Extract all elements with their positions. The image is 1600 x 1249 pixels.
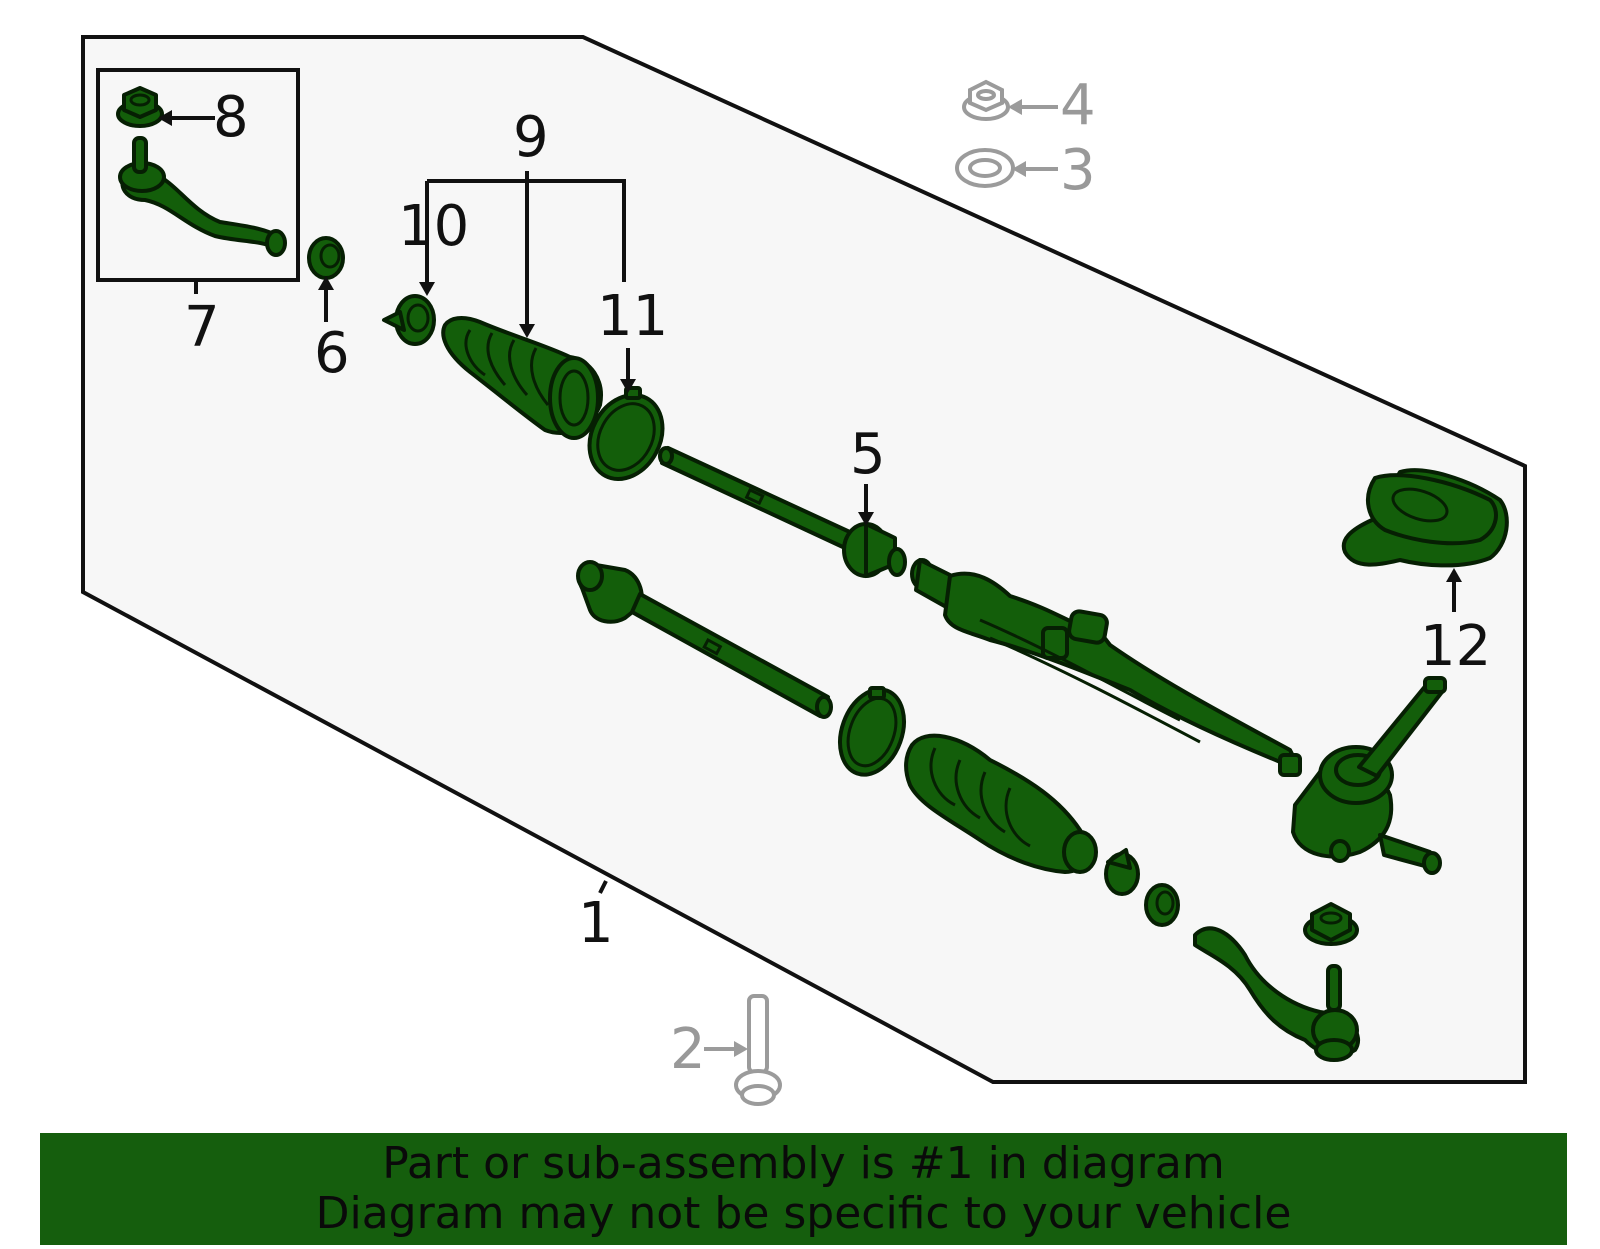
rack-bushing[interactable] [842, 522, 907, 578]
mount-washer[interactable] [955, 148, 1015, 188]
outer-tie-rod-end-right[interactable] [1193, 926, 1361, 1062]
callout-4: 4 [1060, 73, 1096, 138]
boot-clamp-small-left[interactable] [382, 294, 436, 346]
callout-11: 11 [597, 284, 668, 349]
callout-6: 6 [314, 321, 350, 386]
jam-nut-left[interactable] [307, 236, 345, 280]
boot-clamp-large-right[interactable] [829, 680, 915, 783]
mount-bolt[interactable] [734, 994, 782, 1106]
callout-2: 2 [670, 1017, 706, 1082]
callout-5: 5 [850, 422, 886, 487]
pinion-housing[interactable] [1291, 676, 1447, 875]
callout-1: 1 [578, 891, 614, 956]
tie-rod-end-nut-right[interactable] [1303, 902, 1359, 946]
tie-rod-end-box [96, 68, 300, 282]
callout-3: 3 [1060, 138, 1096, 203]
callout-12: 12 [1420, 614, 1491, 679]
banner-line-2: Diagram may not be specific to your vehi… [315, 1188, 1292, 1239]
info-banner: Part or sub-assembly is #1 in diagram Di… [40, 1133, 1567, 1245]
callout-8: 8 [213, 85, 249, 150]
rack-boot-right[interactable] [904, 733, 1098, 874]
outer-tie-rod-end-left[interactable] [118, 136, 287, 257]
boot-clamp-large-left[interactable] [575, 382, 676, 492]
banner-line-1: Part or sub-assembly is #1 in diagram [382, 1138, 1225, 1189]
boot-clamp-small-right[interactable] [1104, 848, 1140, 896]
rack-housing[interactable] [910, 558, 1302, 777]
inner-tie-rod-lower[interactable] [576, 560, 833, 719]
mount-nut[interactable] [962, 79, 1010, 121]
callout-9: 9 [513, 105, 549, 170]
callout-7: 7 [184, 295, 220, 360]
assembly-panel [81, 35, 1527, 1084]
jam-nut-right[interactable] [1144, 883, 1180, 927]
mounting-grommet[interactable] [1341, 468, 1509, 568]
callout-10: 10 [398, 194, 469, 259]
rack-boot-left[interactable] [441, 316, 603, 440]
tie-rod-end-nut-left[interactable] [116, 86, 164, 128]
